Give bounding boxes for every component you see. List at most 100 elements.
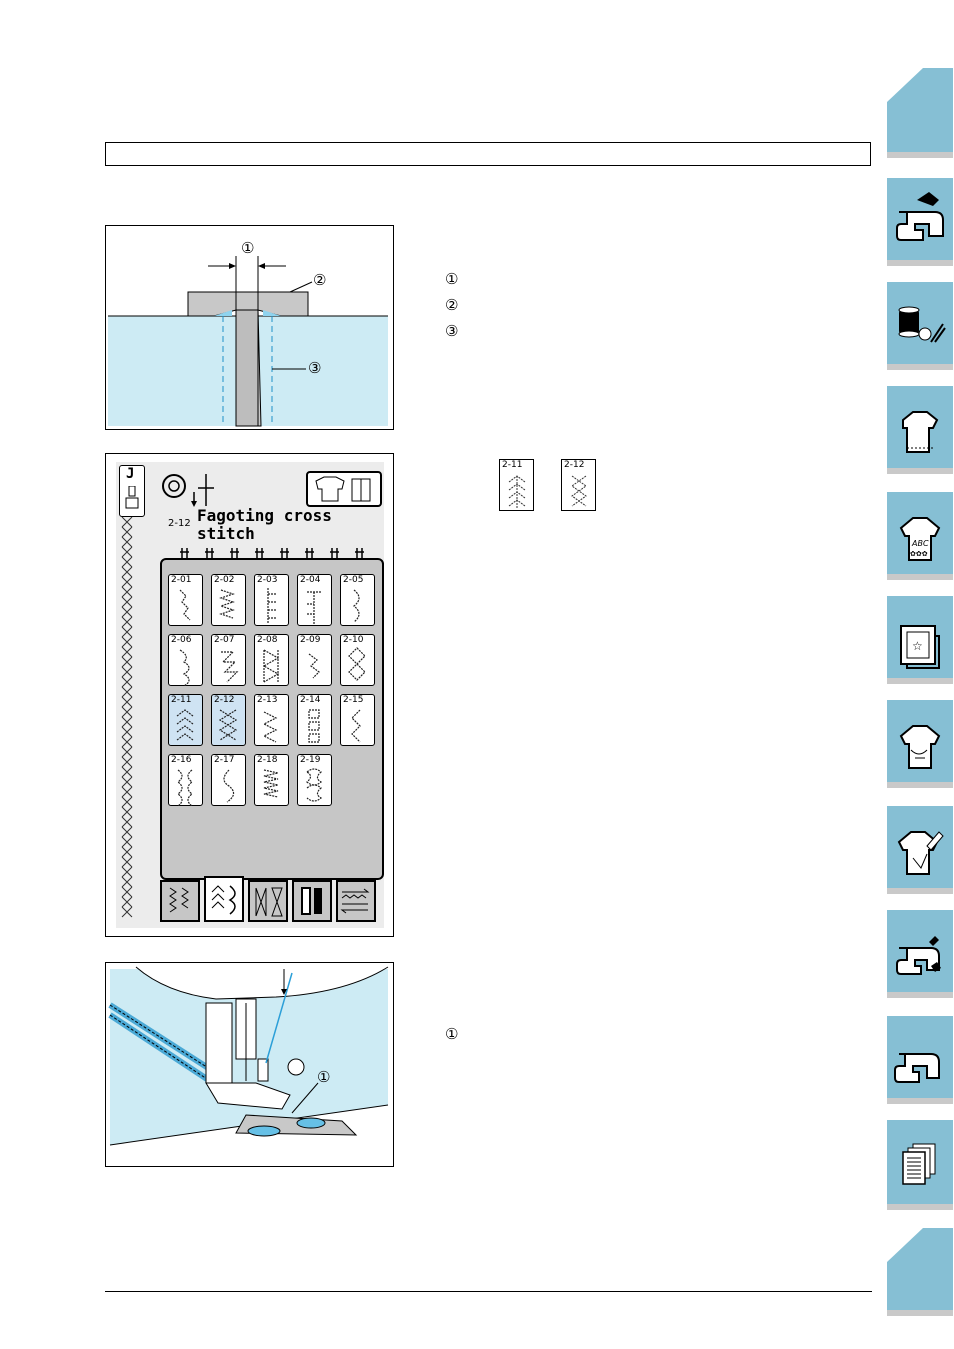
- stitch-code-label: 2-12: [168, 518, 191, 529]
- design-shirt-icon: [899, 725, 941, 769]
- side-tab-sewing-machine[interactable]: [887, 178, 953, 260]
- legend-item: ③: [445, 322, 458, 348]
- buttonhole-icon: [301, 887, 322, 915]
- key-code: 2-11: [171, 695, 192, 705]
- stitch-key-2-05[interactable]: 2-05: [340, 574, 375, 626]
- stitch-key-2-15[interactable]: 2-15: [340, 694, 375, 746]
- stitch-pattern-icon: [176, 709, 194, 741]
- stitch-key-2-06[interactable]: 2-06: [168, 634, 203, 686]
- key-code: 2-05: [343, 575, 364, 585]
- stitch-name-line2: stitch: [197, 524, 255, 543]
- key-code: 2-18: [257, 755, 278, 765]
- stitch-key-2-01[interactable]: 2-01: [168, 574, 203, 626]
- legend-list-1: ① ② ③: [445, 270, 458, 348]
- stitch-preview-strip: [121, 517, 133, 918]
- utility-stitch-tab[interactable]: [160, 880, 200, 922]
- stitch-pattern-icon: [348, 647, 366, 681]
- stitch-key-2-03[interactable]: 2-03: [254, 574, 289, 626]
- machine-maintenance-icon: [896, 936, 941, 975]
- stitch-pattern-icon: [219, 589, 235, 619]
- stitch-key-2-14[interactable]: 2-14: [297, 694, 332, 746]
- corner-triangle-icon: [887, 68, 923, 102]
- category-tab-bar: [160, 876, 384, 926]
- legend-marker: ①: [445, 1025, 459, 1043]
- key-code: 2-15: [343, 695, 364, 705]
- stitch-key-2-11[interactable]: 2-11: [168, 694, 203, 746]
- stitch-pattern-icon: [262, 649, 280, 683]
- stitch-pattern-icon: [306, 768, 323, 802]
- section-header-bar: [105, 142, 871, 166]
- stitch-key-2-07[interactable]: 2-07: [211, 634, 246, 686]
- example-key-2-12: 2-12: [561, 459, 596, 511]
- footer-rule: [105, 1291, 872, 1292]
- side-tab-machine-outline[interactable]: [887, 1016, 953, 1098]
- shirt-icon: [902, 411, 939, 453]
- machine-outline-icon: [894, 1053, 940, 1083]
- stitch-pattern-icon: [218, 709, 238, 741]
- key-code: 2-06: [171, 635, 192, 645]
- legend-item: ①: [445, 270, 458, 296]
- documents-icon: [902, 1143, 936, 1185]
- stitch-key-2-16[interactable]: 2-16: [168, 754, 203, 806]
- legend-marker: ③: [445, 322, 459, 340]
- svg-text:☆: ☆: [912, 639, 923, 653]
- key-code: 2-12: [214, 695, 235, 705]
- stitch-pattern-icon: [262, 711, 278, 743]
- bobbin-needle-icon: [162, 474, 214, 507]
- side-tab-thread-spools[interactable]: [887, 282, 953, 364]
- embroidery-frame-icon: ☆: [900, 625, 940, 669]
- key-code: 2-11: [502, 460, 523, 470]
- example-key-2-11: 2-11: [499, 459, 534, 511]
- side-tab-blank-top[interactable]: [887, 68, 953, 152]
- side-tab-shirt[interactable]: [887, 386, 953, 468]
- key-code: 2-14: [300, 695, 321, 705]
- stitch-key-2-12[interactable]: 2-12: [211, 694, 246, 746]
- stitch-key-2-10[interactable]: 2-10: [340, 634, 375, 686]
- stitch-key-2-18[interactable]: 2-18: [254, 754, 289, 806]
- side-tab-documents[interactable]: [887, 1120, 953, 1204]
- fabric-gap-diagram: [108, 256, 388, 427]
- side-tab-maintenance[interactable]: [887, 910, 953, 992]
- utility-stitch-icon: [169, 887, 189, 913]
- side-tab-embroidery-frame[interactable]: ☆: [887, 596, 953, 678]
- stitch-key-2-08[interactable]: 2-08: [254, 634, 289, 686]
- stitch-name-line1: Fagoting cross: [197, 506, 332, 525]
- side-tab-design-shirt[interactable]: [887, 700, 953, 782]
- stitch-pattern-icon: [308, 709, 320, 743]
- key-code: 2-17: [214, 755, 235, 765]
- stitch-key-2-17[interactable]: 2-17: [211, 754, 246, 806]
- svg-text:ABC: ABC: [911, 539, 929, 548]
- stitch-pattern-icon: [353, 589, 360, 623]
- decorative-stitch-tab[interactable]: [204, 876, 244, 922]
- thread-spools-icon: [898, 306, 946, 343]
- callout-3: ③: [308, 359, 322, 377]
- side-tab-abc-shirt[interactable]: ABC ✿✿✿: [887, 492, 953, 574]
- key-code: 2-10: [343, 635, 364, 645]
- stitch-pattern-icon: [267, 588, 276, 624]
- key-code: 2-13: [257, 695, 278, 705]
- direction-arrows-icon: [340, 888, 370, 914]
- legend-item: ①: [445, 1025, 458, 1043]
- stitch-pattern-icon: [179, 649, 190, 686]
- satin-stitch-icon: [255, 887, 283, 917]
- key-code: 2-04: [300, 575, 321, 585]
- key-code: 2-12: [564, 460, 585, 470]
- stitch-key-2-13[interactable]: 2-13: [254, 694, 289, 746]
- garment-view-button[interactable]: [306, 471, 382, 507]
- buttonhole-tab[interactable]: [292, 880, 332, 922]
- side-tab-blank-bottom[interactable]: [887, 1228, 953, 1310]
- presser-foot-indicator: J: [119, 465, 145, 517]
- stitch-key-2-04[interactable]: 2-04: [297, 574, 332, 626]
- satin-stitch-tab[interactable]: [248, 880, 288, 922]
- figure-lcd-screen: J 2-12 Fagoting cross stitch: [105, 453, 394, 937]
- key-code: 2-03: [257, 575, 278, 585]
- stitch-key-2-19[interactable]: 2-19: [297, 754, 332, 806]
- key-code: 2-16: [171, 755, 192, 765]
- stitch-key-2-02[interactable]: 2-02: [211, 574, 246, 626]
- side-tab-edit-shirt[interactable]: [887, 806, 953, 888]
- callout-2: ②: [313, 271, 327, 289]
- stitch-key-2-09[interactable]: 2-09: [297, 634, 332, 686]
- direction-tab[interactable]: [336, 880, 376, 922]
